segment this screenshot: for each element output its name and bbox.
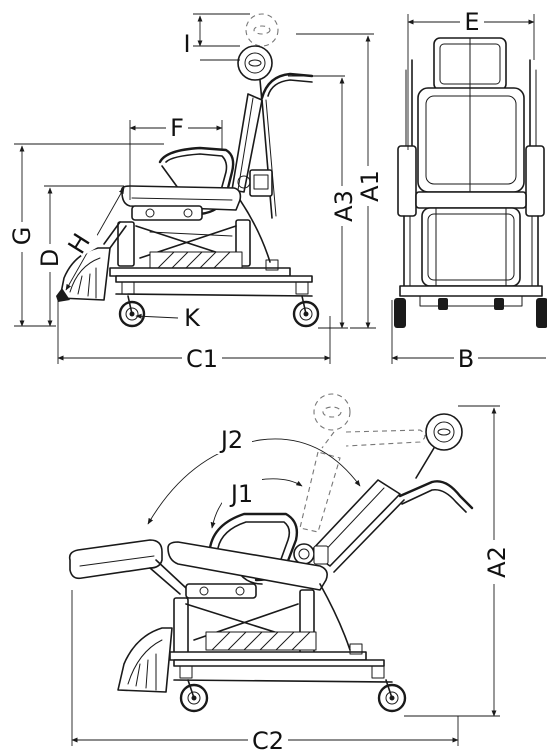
dim-label-C2: C2 xyxy=(252,727,284,754)
side-front-wheel xyxy=(118,295,146,328)
side-view-chair xyxy=(56,13,320,328)
reclined-leg-rest xyxy=(68,539,187,595)
front-view-dimensions: E B xyxy=(391,8,546,373)
side-headrest xyxy=(237,45,273,103)
reclined-control-box xyxy=(293,543,329,565)
side-seat xyxy=(120,185,242,211)
front-view-chair xyxy=(394,37,547,328)
reclined-seat xyxy=(167,541,328,591)
front-leg-panel xyxy=(421,207,521,287)
side-frame xyxy=(109,199,313,297)
dim-label-J2: J2 xyxy=(219,426,243,454)
front-seat xyxy=(415,191,527,209)
reclined-headrest xyxy=(415,413,463,479)
front-backrest xyxy=(417,87,525,193)
front-left-armrest xyxy=(397,145,417,217)
front-right-armrest xyxy=(525,145,545,217)
reclined-view-chair xyxy=(68,393,474,713)
front-right-wheel xyxy=(536,298,547,328)
side-headrest-raised-ghost xyxy=(245,13,279,47)
reclined-rear-wheel xyxy=(377,679,407,713)
side-view-dimensions: I F A3 A1 G D H K xyxy=(8,13,384,373)
dim-label-B: B xyxy=(458,345,474,373)
reclined-footrest xyxy=(117,627,173,693)
side-push-handle xyxy=(260,72,314,100)
reclined-push-handle xyxy=(398,480,474,510)
dim-label-K: K xyxy=(184,304,201,332)
dim-label-D: D xyxy=(36,249,64,267)
front-base xyxy=(399,285,543,297)
reclined-front-wheel xyxy=(179,679,209,713)
side-rear-wheel xyxy=(292,295,320,328)
dim-label-A1: A1 xyxy=(356,170,384,202)
dim-label-G: G xyxy=(8,227,36,246)
dim-label-C1: C1 xyxy=(186,345,218,373)
front-left-wheel xyxy=(394,298,406,328)
dim-label-E: E xyxy=(464,8,479,36)
reclined-ghost-backrest xyxy=(299,393,426,533)
dim-label-J1: J1 xyxy=(229,480,253,508)
dim-label-A2: A2 xyxy=(483,546,511,578)
dim-label-A3: A3 xyxy=(330,190,358,222)
side-control-box xyxy=(237,169,273,197)
reclined-view-dimensions: J2 J1 A2 C2 xyxy=(71,405,511,754)
side-backrest xyxy=(231,93,277,219)
dim-label-I: I xyxy=(183,30,190,58)
dim-label-F: F xyxy=(170,114,184,142)
reclined-frame xyxy=(169,583,393,683)
